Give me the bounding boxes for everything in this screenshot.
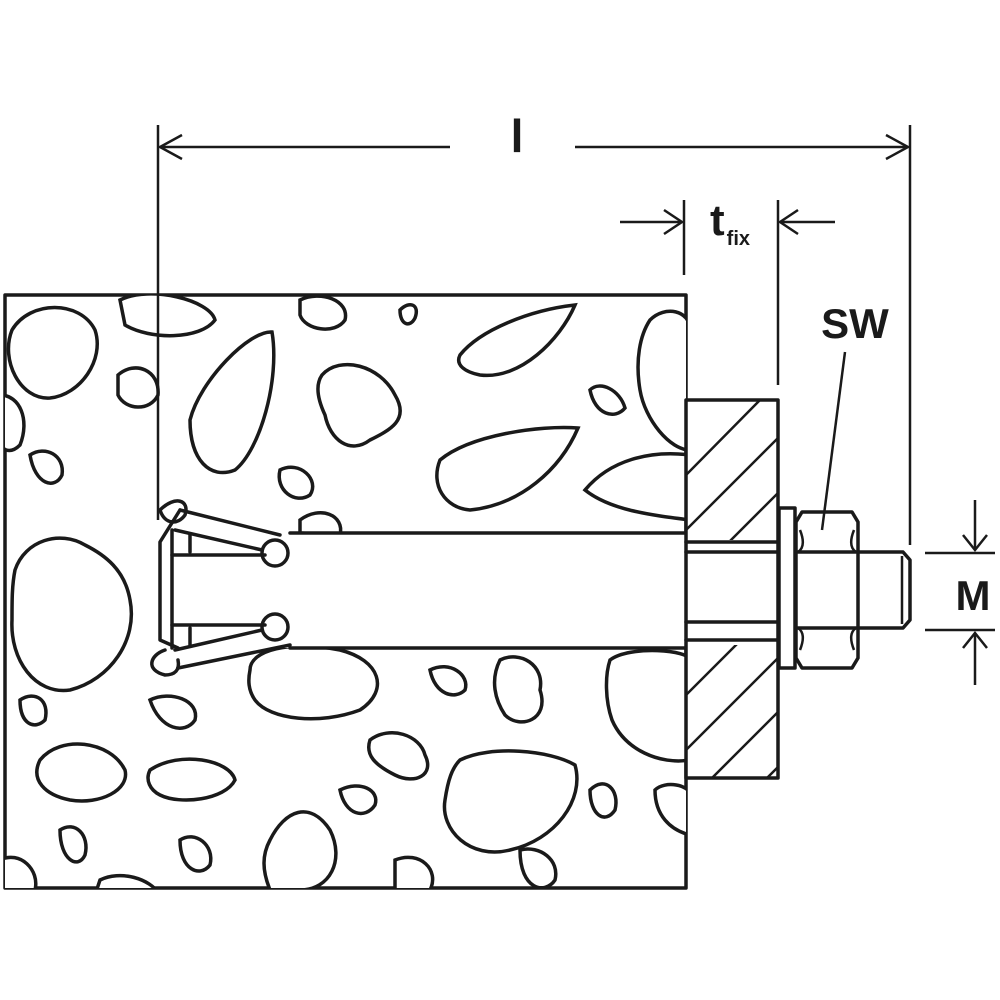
- m-label: M: [956, 572, 991, 619]
- wrench-size-callout: SW: [820, 300, 889, 531]
- drill-hole: [160, 533, 686, 648]
- tfix-label-sub: fix: [727, 228, 750, 250]
- washer: [777, 506, 797, 670]
- sw-label: SW: [821, 300, 889, 347]
- arrow-right-icon: [885, 133, 911, 161]
- arrow-right-icon: [663, 208, 685, 236]
- concrete-block: [3, 293, 688, 890]
- arrow-down-icon: [962, 534, 988, 553]
- arrow-left-icon: [777, 208, 799, 236]
- aggregate-stones: [5, 295, 686, 888]
- length-label: l: [511, 110, 524, 162]
- tfix-label-main: t: [710, 196, 725, 245]
- arrow-up-icon: [962, 630, 988, 649]
- thread-size-dimension: M: [925, 500, 995, 685]
- fixture-plate: [684, 398, 780, 780]
- bolt: [684, 540, 912, 642]
- expansion-sleeve: [150, 508, 292, 677]
- length-dimension: l: [156, 110, 912, 545]
- arrow-left-icon: [157, 133, 183, 161]
- hex-nut: [794, 510, 860, 670]
